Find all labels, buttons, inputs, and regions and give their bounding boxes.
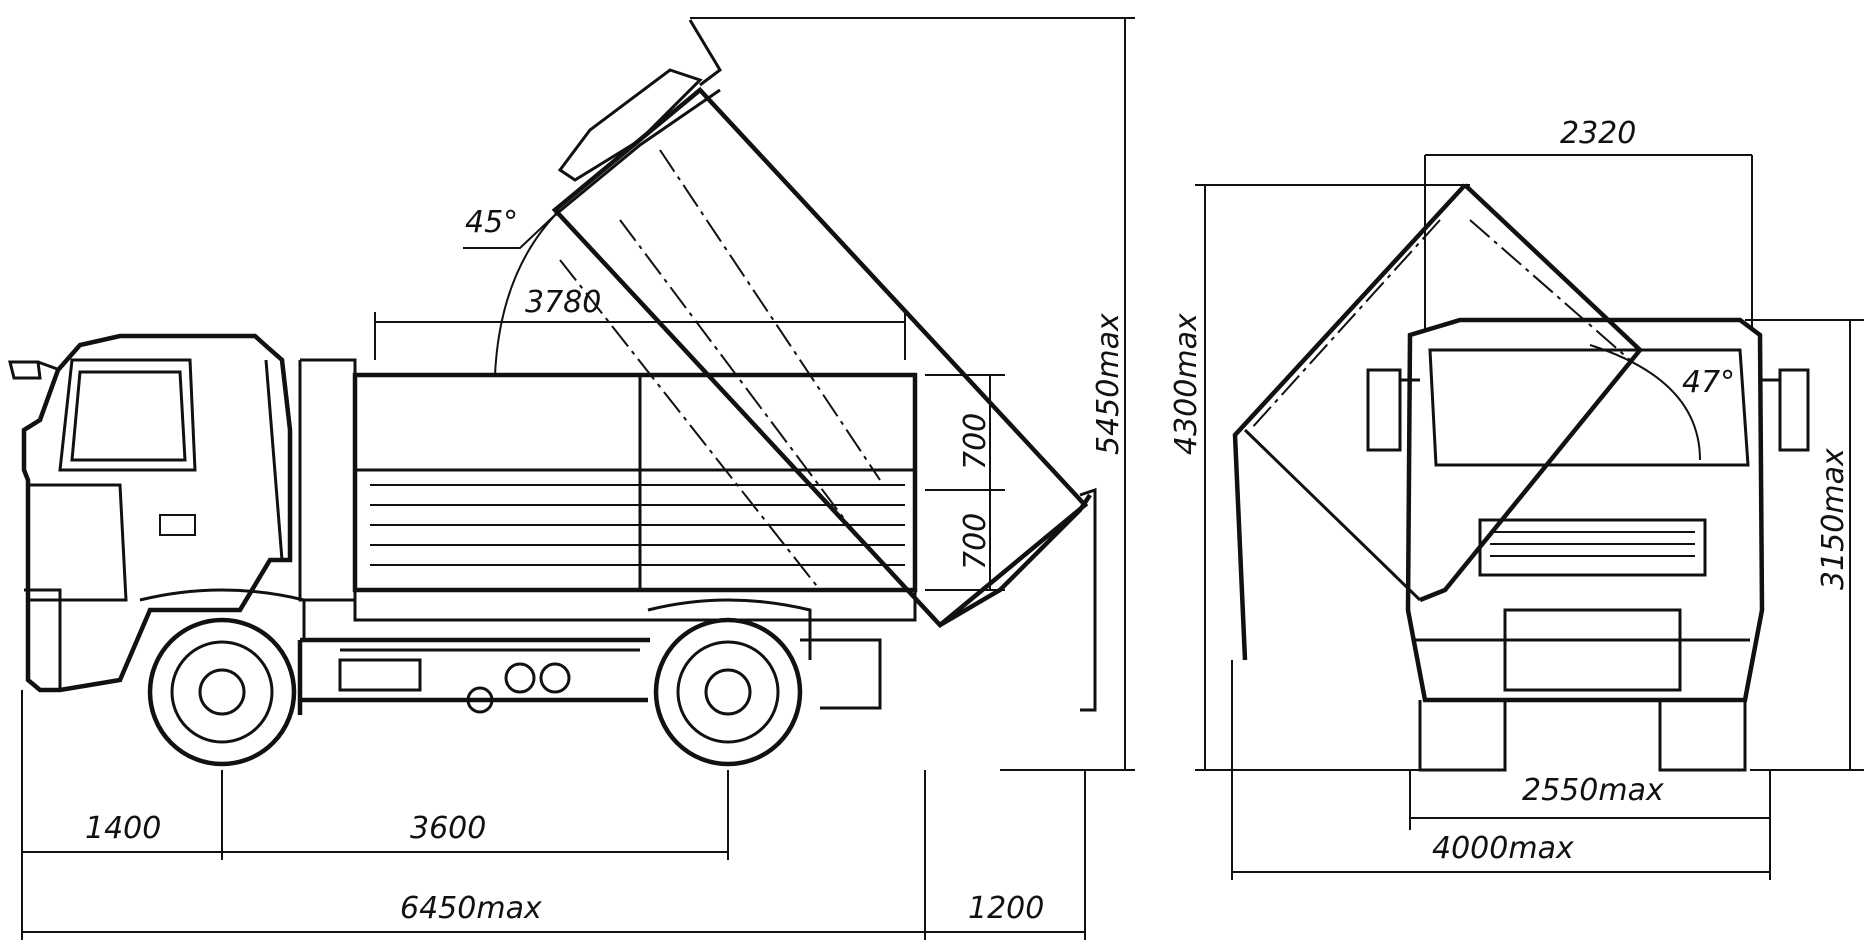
rear-extension-label: 1200 — [968, 891, 1044, 926]
tipping-width-label: 4000max — [1432, 831, 1574, 866]
side-angle-label: 45° — [465, 205, 518, 240]
side-height-upper-label: 700 — [958, 413, 993, 470]
overall-width-label: 2550max — [1522, 773, 1664, 808]
side-height-lower-label: 700 — [958, 513, 993, 570]
body-length-label: 3780 — [525, 285, 601, 320]
tipping-height-label: 4300max — [1169, 313, 1204, 455]
overall-length-label: 6450max — [400, 891, 542, 926]
side-view-dimensions — [21, 17, 1135, 940]
front-view-truck — [1232, 183, 1810, 772]
body-width-label: 2320 — [1560, 116, 1636, 151]
front-overhang-label: 1400 — [85, 811, 161, 846]
front-angle-label: 47° — [1682, 365, 1735, 400]
side-view-truck — [8, 19, 1097, 767]
front-view-dimensions — [1195, 154, 1864, 880]
wheelbase-label: 3600 — [410, 811, 486, 846]
cab-height-label: 3150max — [1816, 448, 1851, 590]
total-height-label: 5450max — [1091, 313, 1126, 455]
